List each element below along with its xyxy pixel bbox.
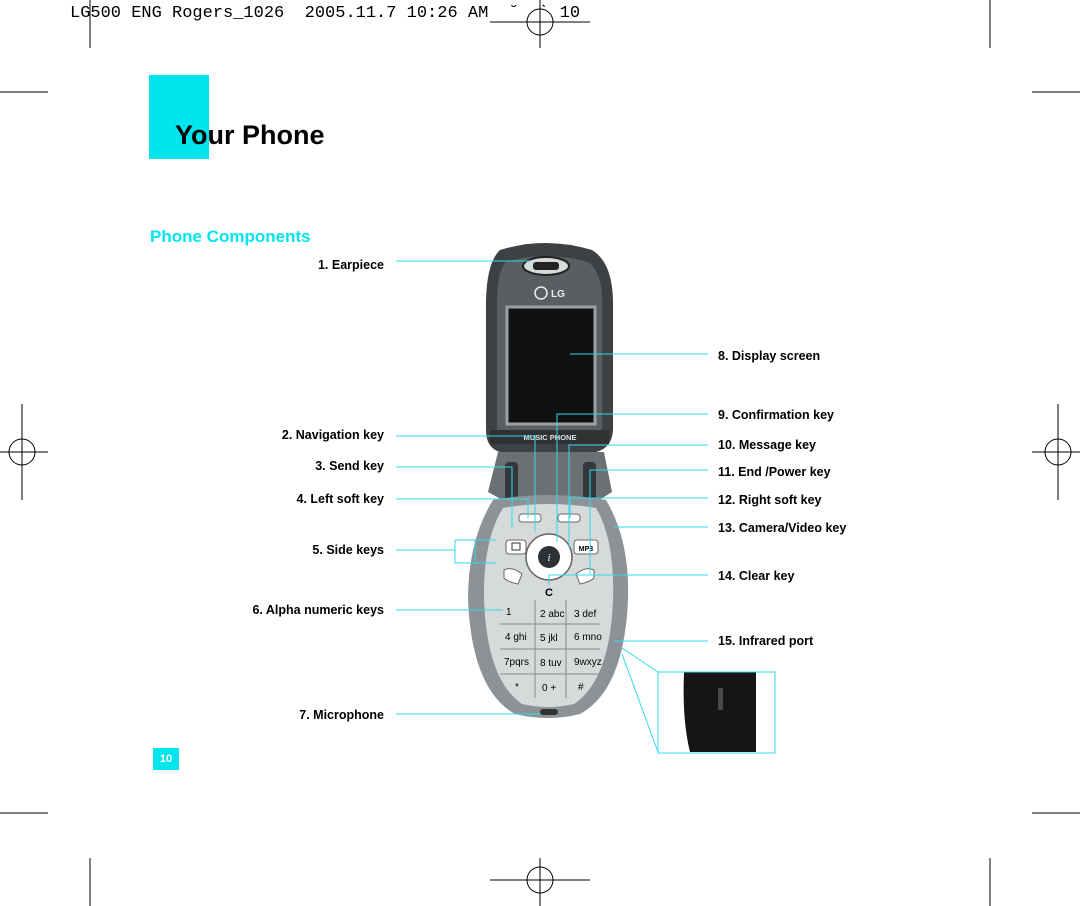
phone-hinge [488,452,612,502]
registration-mark-bottom [490,858,590,906]
camera-key [505,539,527,555]
label-end-power-key: 11. End /Power key [718,465,831,479]
lg-logo-icon [534,286,548,300]
send-key [503,568,523,585]
key-3: 3 def [574,609,596,620]
label-alpha-numeric-keys: 6. Alpha numeric keys [252,603,384,617]
label-navigation-key: 2. Navigation key [281,428,384,442]
alpha-numeric-keypad: 1 2 abc 3 def 4 ghi 5 jkl 6 mno 7pqrs 8 … [500,600,602,698]
label-infrared-port: 15. Infrared port [718,634,814,648]
key-hash: # [578,682,584,693]
confirmation-key [538,546,560,568]
page-number: 10 [153,748,179,770]
brand-text: LG [551,289,565,300]
label-side-keys: 5. Side keys [312,543,384,557]
mp3-label: MP3 [579,546,594,553]
key-4: 4 ghi [505,632,527,643]
key-star: * [515,682,519,693]
key-1: 1 [506,607,512,618]
registration-mark-left [0,404,48,500]
clear-key: C [545,587,553,599]
label-clear-key: 14. Clear key [718,569,795,583]
microphone [540,709,558,715]
title-accent-block [149,75,209,159]
leader-lines [396,260,776,754]
key-7: 7pqrs [504,657,529,668]
key-2: 2 abc [540,609,564,620]
phone-upper-flip: LG MUSIC PHONE [486,243,613,452]
label-left-soft-key: 4. Left soft key [296,492,384,506]
label-earpiece: 1. Earpiece [317,258,384,272]
band-text: MUSIC PHONE [524,433,577,442]
phone-lower-body: MP3 i C 1 2 abc 3 def 4 ghi 5 jkl 6 mno … [468,495,629,718]
label-microphone: 7. Microphone [299,708,384,722]
mp3-key [573,539,599,555]
page-title: Your Phone [175,120,325,150]
label-right-soft-key: 12. Right soft key [718,493,822,507]
label-send-key: 3. Send key [315,459,384,473]
label-display-screen: 8. Display screen [718,349,821,363]
left-soft-key [518,513,542,523]
label-message-key: 10. Message key [718,438,816,452]
registration-mark-top [490,0,590,48]
key-6: 6 mno [574,632,602,643]
section-title: Phone Components [150,227,311,246]
key-8: 8 tuv [540,658,562,669]
infrared-port-icon [718,688,723,710]
registration-mark-right [1032,404,1080,500]
label-camera-video-key: 13. Camera/Video key [718,521,847,535]
svg-text:i: i [547,552,550,564]
key-5: 5 jkl [540,633,558,644]
infrared-port-inset [683,672,756,752]
display-screen [505,305,597,426]
key-0: 0 + [542,683,556,694]
key-9: 9wxyz [574,657,602,668]
label-confirmation-key: 9. Confirmation key [718,408,834,422]
print-header: LG500 ENG Rogers_1026 2005.11.7 10:26 AM… [70,4,581,23]
